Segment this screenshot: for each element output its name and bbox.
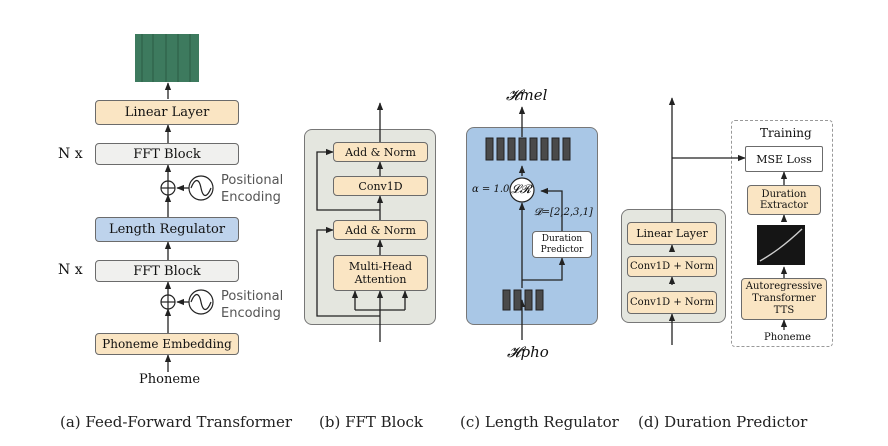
- conv-norm-top-box: Conv1D + Norm: [627, 256, 717, 277]
- fft-block-top-box: FFT Block: [95, 143, 239, 165]
- phoneme-embedding-box: Phoneme Embedding: [95, 333, 239, 355]
- fft-block-bottom-box: FFT Block: [95, 260, 239, 282]
- multi-head-attention-box: Multi-Head Attention: [333, 255, 428, 291]
- alpha-label: α = 1.0: [472, 184, 510, 195]
- positional-label-bottom: Positional: [221, 289, 284, 304]
- encoding-label-bottom: Encoding: [221, 306, 281, 321]
- fig-c-arrows: [518, 106, 566, 340]
- lr-operator-label: 𝓛𝓡: [511, 182, 531, 196]
- duration-predictor-line-2: Predictor: [540, 244, 584, 255]
- duration-extractor-box: Duration Extractor: [747, 185, 821, 215]
- adder-circle-top: [160, 180, 176, 196]
- duration-vector-label: 𝓓=[2,2,3,1]: [534, 207, 593, 218]
- phoneme-frames-input: [502, 289, 544, 311]
- mha-line-1: Multi-Head: [348, 260, 413, 273]
- lr-operator-circle: [509, 177, 535, 203]
- caption-a: (a) Feed-Forward Transformer: [60, 413, 293, 431]
- add-norm-bottom-box: Add & Norm: [333, 220, 428, 240]
- mha-line-2: Attention: [354, 273, 407, 286]
- h-pho-label: 𝓗pho: [507, 343, 549, 361]
- add-norm-top-box: Add & Norm: [333, 142, 428, 162]
- phoneme-label: Phoneme: [139, 372, 201, 387]
- sine-icon-top: [188, 175, 214, 201]
- mel-frames-output: [485, 137, 571, 161]
- conv-norm-bottom-box: Conv1D + Norm: [627, 291, 717, 314]
- phoneme-label-d: Phoneme: [764, 332, 811, 343]
- mel-spectrogram-image: [135, 34, 199, 82]
- mse-loss-box: MSE Loss: [745, 146, 823, 172]
- sine-icon-bottom: [188, 289, 214, 315]
- duration-extractor-line-1: Duration: [761, 189, 807, 200]
- fig-a-arrows: [164, 82, 189, 372]
- fig-b-arrows: [316, 102, 409, 342]
- duration-extractor-line-2: Extractor: [759, 200, 809, 211]
- linear-layer-box-d: Linear Layer: [627, 222, 717, 245]
- adder-circle-bottom: [160, 294, 176, 310]
- training-label: Training: [760, 126, 812, 140]
- length-regulator-box: Length Regulator: [95, 217, 239, 242]
- fig-d-arrows: [668, 97, 788, 345]
- duration-predictor-box-c: Duration Predictor: [532, 231, 592, 258]
- caption-b: (b) FFT Block: [319, 413, 424, 431]
- nx-label-top: N x: [58, 146, 83, 162]
- h-mel-label: 𝓗mel: [506, 86, 548, 104]
- tts-line-2: Transformer TTS: [752, 293, 816, 316]
- conv1d-box: Conv1D: [333, 176, 428, 196]
- nx-label-bottom: N x: [58, 262, 83, 278]
- duration-predictor-line-1: Duration: [541, 233, 583, 244]
- positional-label-top: Positional: [221, 173, 284, 188]
- tts-line-1: Autoregressive: [745, 281, 823, 292]
- encoding-label-top: Encoding: [221, 190, 281, 205]
- caption-c: (c) Length Regulator: [460, 413, 619, 431]
- linear-layer-box: Linear Layer: [95, 100, 239, 125]
- autoregressive-tts-box: Autoregressive Transformer TTS: [741, 278, 827, 320]
- caption-d: (d) Duration Predictor: [638, 413, 808, 431]
